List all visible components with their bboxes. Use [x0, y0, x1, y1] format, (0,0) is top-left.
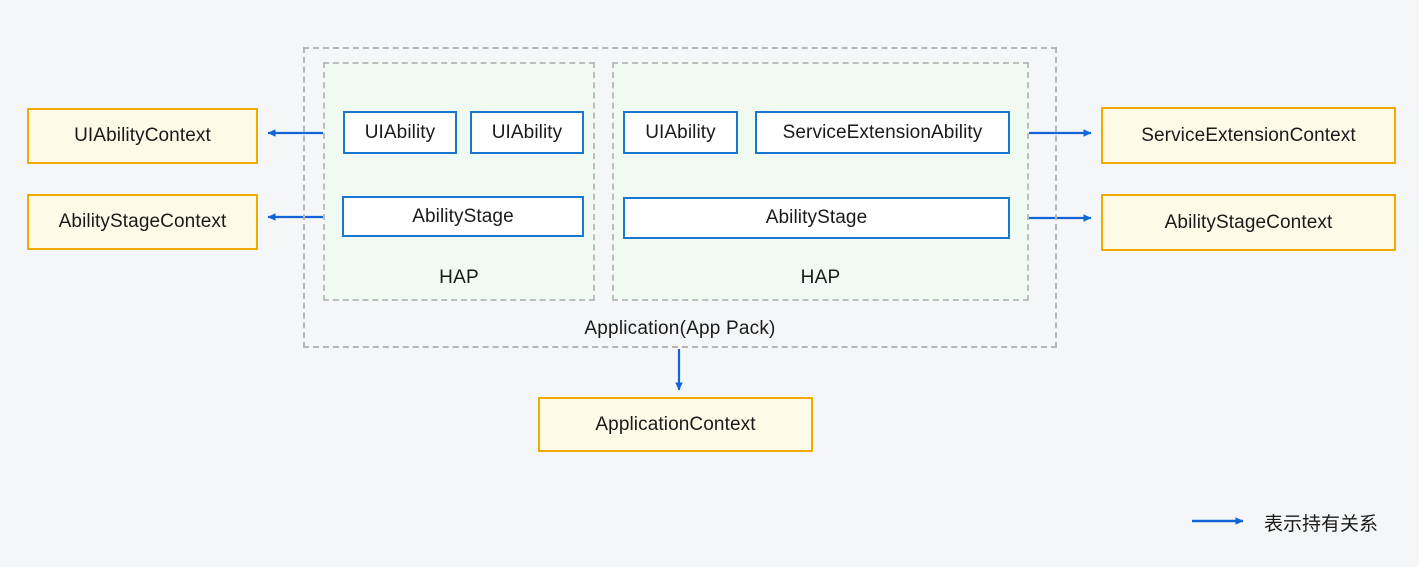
hap-container-right: HAP: [612, 62, 1029, 301]
node-uiability-hap-left-1[interactable]: UIAbility: [343, 111, 457, 154]
node-abilitystage-hap-left[interactable]: AbilityStage: [342, 196, 584, 237]
node-uiability-hap-right-1[interactable]: UIAbility: [623, 111, 738, 154]
node-abilitystage-hap-right[interactable]: AbilityStage: [623, 197, 1010, 239]
hap-label-right: HAP: [800, 267, 841, 288]
hap-container-left: HAP: [323, 62, 595, 301]
node-serviceextensioncontext[interactable]: ServiceExtensionContext: [1101, 107, 1396, 164]
node-uiabilitycontext[interactable]: UIAbilityContext: [27, 108, 258, 164]
application-app-pack-container: Application(App Pack): [303, 47, 1057, 348]
application-app-pack-label: Application(App Pack): [584, 318, 776, 339]
node-uiability-hap-left-2[interactable]: UIAbility: [470, 111, 584, 154]
node-serviceextensionability-hap-right[interactable]: ServiceExtensionAbility: [755, 111, 1010, 154]
legend-arrow-spacer: [1190, 522, 1252, 523]
hap-label-left: HAP: [439, 267, 479, 288]
node-abilitystagecontext-right[interactable]: AbilityStageContext: [1101, 194, 1396, 251]
legend: 表示持有关系: [1190, 505, 1410, 539]
legend-label: 表示持有关系: [1264, 513, 1379, 535]
node-applicationcontext[interactable]: ApplicationContext: [538, 397, 813, 452]
node-abilitystagecontext-left[interactable]: AbilityStageContext: [27, 194, 258, 250]
